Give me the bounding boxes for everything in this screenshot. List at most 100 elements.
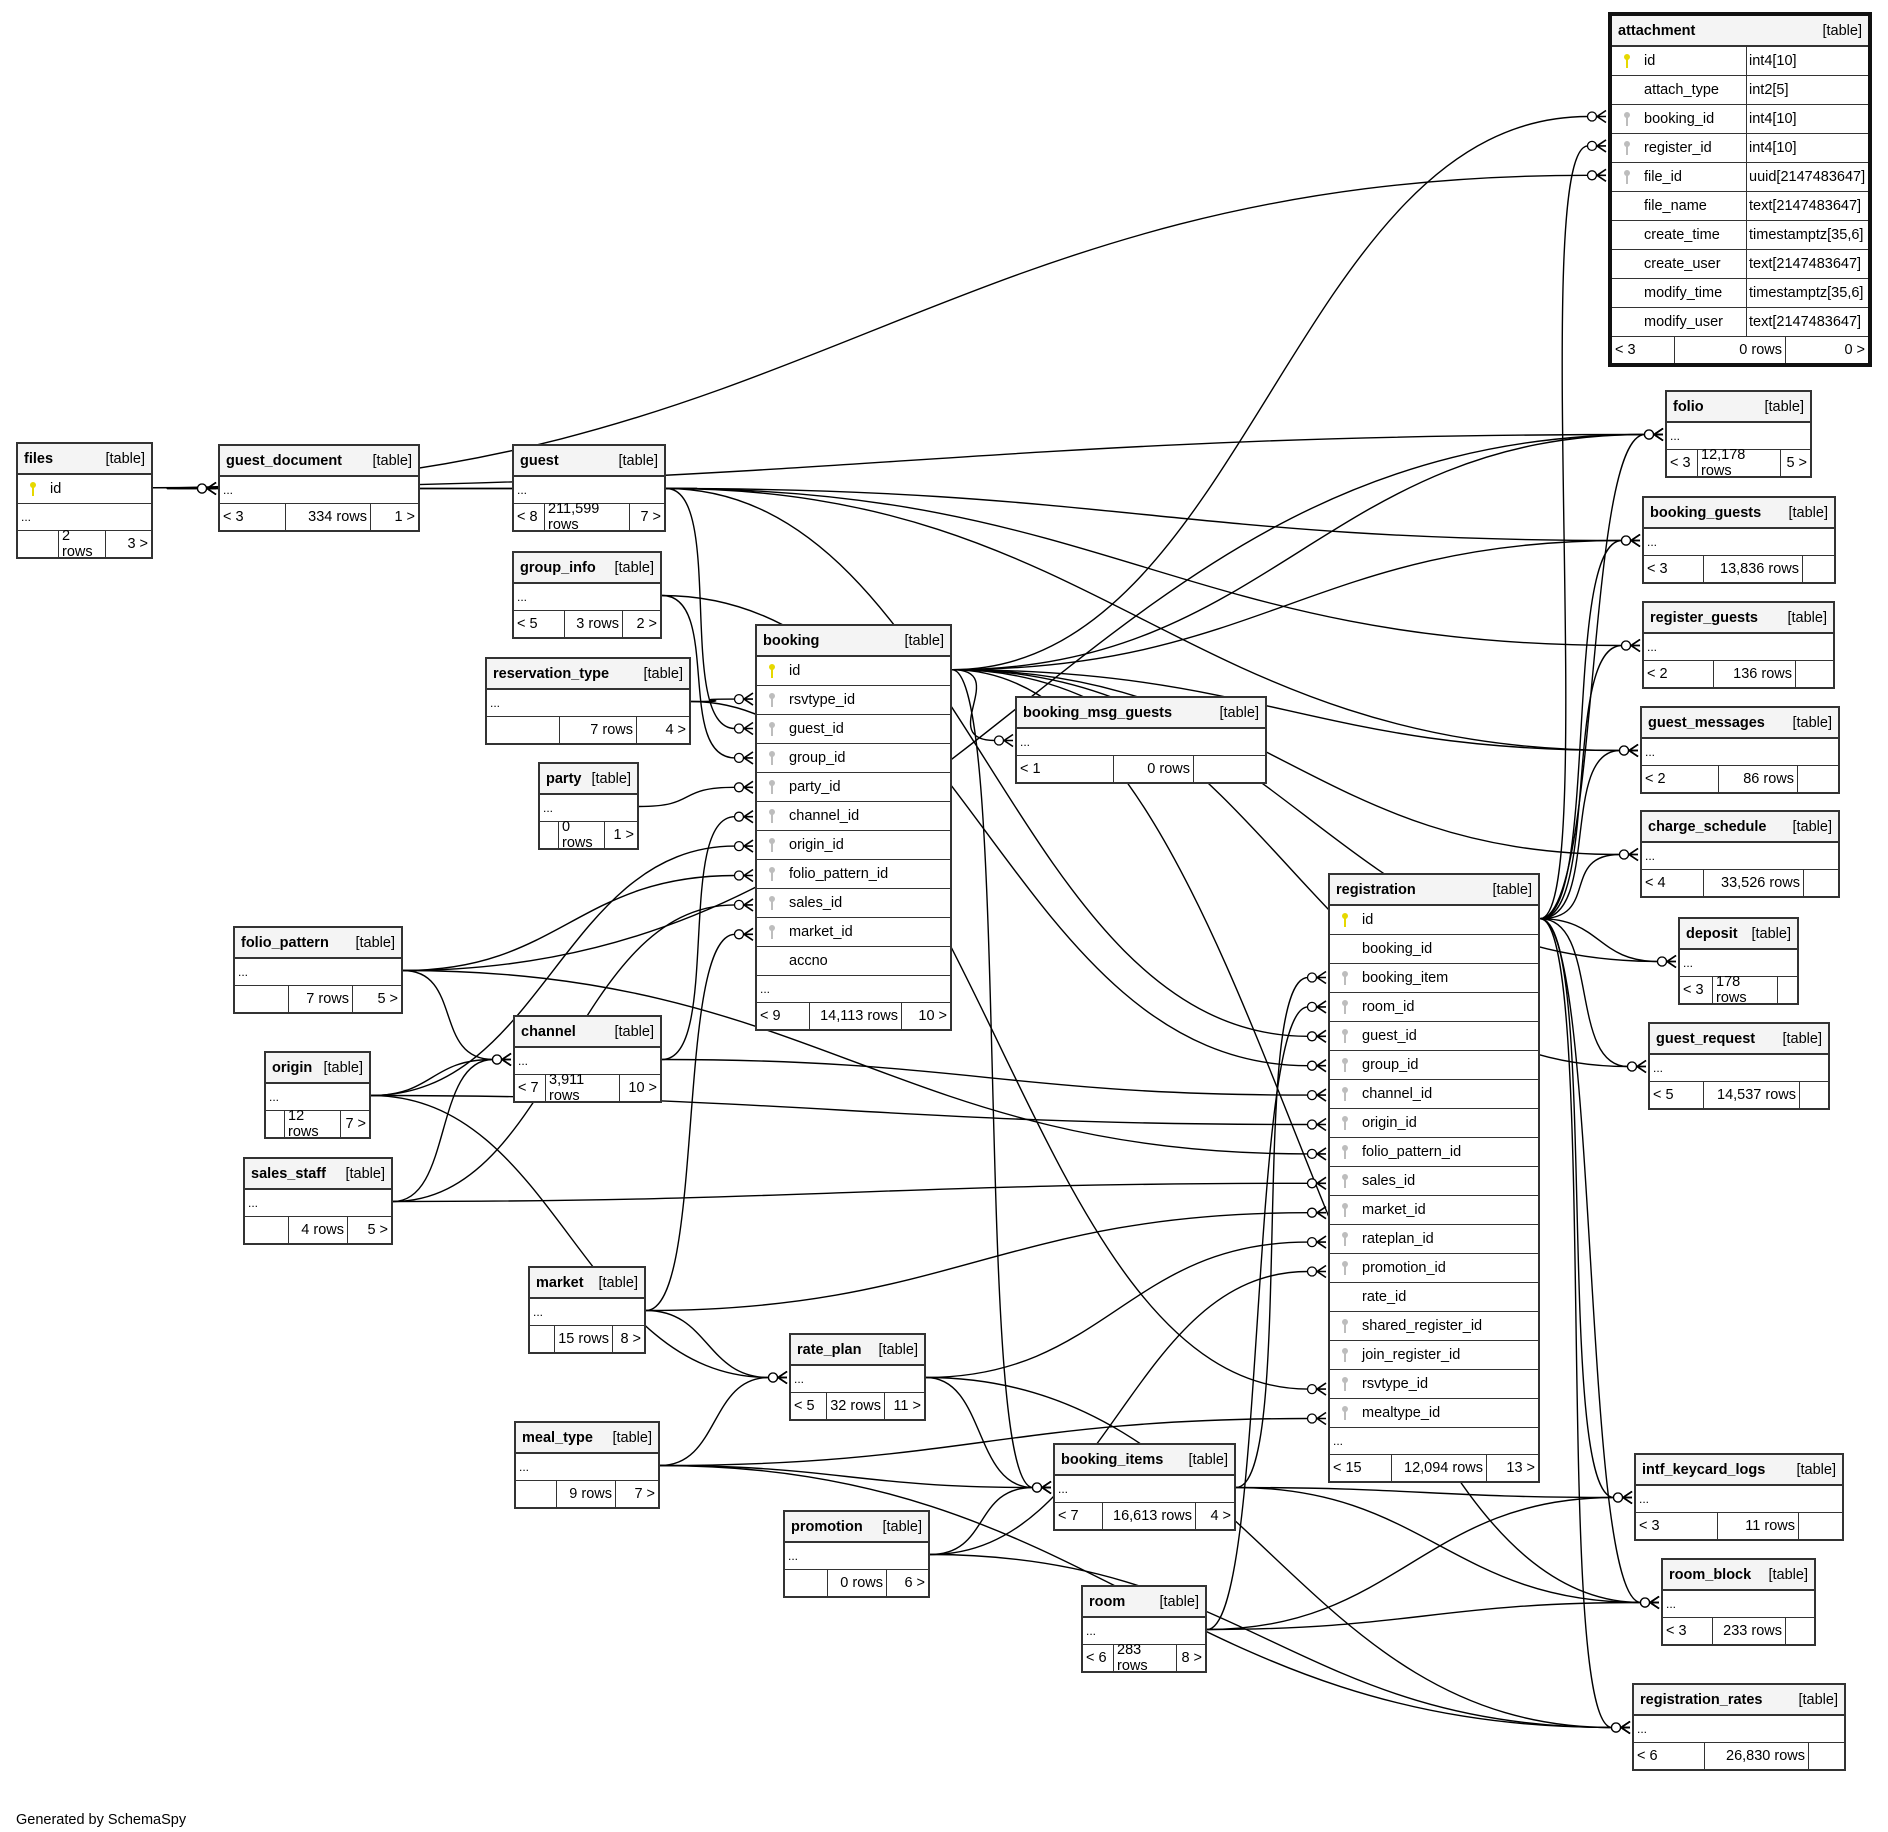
table-name[interactable]: register_guests <box>1650 609 1758 626</box>
parents-link[interactable]: < 3 <box>1670 455 1691 471</box>
more-columns[interactable]: ... <box>757 976 950 1003</box>
children-link[interactable]: 7 > <box>345 1116 366 1132</box>
table-room[interactable]: room [table]... < 6 283 rows 8 > <box>1081 1585 1207 1674</box>
children-link[interactable] <box>1804 870 1838 896</box>
table-name[interactable]: channel <box>521 1023 576 1040</box>
more-columns[interactable]: ... <box>1663 1591 1814 1618</box>
children-link[interactable] <box>1809 1743 1844 1769</box>
children-link[interactable]: 3 > <box>127 536 148 552</box>
column-name[interactable]: guest_id <box>1362 1028 1417 1044</box>
more-columns[interactable]: ... <box>1330 1428 1538 1455</box>
children-link[interactable]: 11 > <box>893 1398 921 1414</box>
column-name[interactable]: rsvtype_id <box>789 692 856 708</box>
table-name[interactable]: charge_schedule <box>1648 818 1767 835</box>
column-row[interactable]: rateplan_id <box>1330 1225 1538 1254</box>
table-name[interactable]: attachment <box>1618 22 1696 39</box>
table-meal-type[interactable]: meal_type [table]... 9 rows 7 > <box>514 1421 660 1509</box>
table-group-info[interactable]: group_info [table]... < 5 3 rows 2 > <box>512 551 662 639</box>
column-row[interactable]: group_id <box>1330 1051 1538 1080</box>
relationship-line[interactable] <box>1206 1006 1316 1631</box>
table-name[interactable]: group_info <box>520 559 596 576</box>
table-name[interactable]: room <box>1089 1593 1126 1610</box>
children-link[interactable]: 4 > <box>1210 1508 1231 1524</box>
table-name[interactable]: deposit <box>1686 925 1738 942</box>
children-link[interactable]: 1 > <box>394 509 415 525</box>
relationship-line[interactable] <box>1539 433 1653 920</box>
table-header[interactable]: register_guests [table] <box>1644 603 1833 634</box>
table-header[interactable]: promotion [table] <box>785 1512 928 1543</box>
children-link[interactable]: 13 > <box>1506 1460 1535 1476</box>
parents-link[interactable]: < 3 <box>1647 561 1668 577</box>
more-columns[interactable]: ... <box>530 1299 644 1326</box>
table-name[interactable]: origin <box>272 1059 313 1076</box>
table-header[interactable]: booking [table] <box>757 626 950 657</box>
column-row[interactable]: party_id <box>757 773 950 802</box>
table-header[interactable]: room [table] <box>1083 1587 1205 1618</box>
relationship-line[interactable] <box>951 539 1630 671</box>
column-name[interactable]: shared_register_id <box>1362 1318 1483 1334</box>
parents-link[interactable] <box>516 1481 556 1507</box>
column-row[interactable]: origin_id <box>757 831 950 860</box>
more-columns[interactable]: ... <box>516 1454 658 1481</box>
relationship-line[interactable] <box>402 874 743 972</box>
column-row[interactable]: market_id <box>757 918 950 947</box>
column-row[interactable]: booking_item <box>1330 964 1538 993</box>
column-name[interactable]: booking_item <box>1362 970 1449 986</box>
column-row[interactable]: id <box>18 475 151 504</box>
more-columns[interactable]: ... <box>1644 634 1833 661</box>
more-columns[interactable]: ... <box>1680 950 1797 977</box>
column-row[interactable]: folio_pattern_id <box>1330 1138 1538 1167</box>
parents-link[interactable]: < 6 <box>1637 1748 1658 1764</box>
table-sales-staff[interactable]: sales_staff [table]... 4 rows 5 > <box>243 1157 393 1245</box>
children-link[interactable]: 7 > <box>634 1486 655 1502</box>
children-link[interactable]: 2 > <box>636 616 657 632</box>
table-header[interactable]: intf_keycard_logs [table] <box>1636 1455 1842 1486</box>
column-name[interactable]: channel_id <box>789 808 860 824</box>
relationship-line[interactable] <box>1539 918 1620 1729</box>
children-link[interactable]: 4 > <box>665 722 686 738</box>
table-room-block[interactable]: room_block [table]... < 3 233 rows <box>1661 1558 1816 1646</box>
relationship-line[interactable] <box>392 1058 501 1203</box>
table-guest-document[interactable]: guest_document [table]... < 3 334 rows 1… <box>218 444 420 532</box>
relationship-line[interactable] <box>951 669 1003 742</box>
children-link[interactable]: 8 > <box>1181 1650 1202 1666</box>
column-name[interactable]: booking_id <box>1362 941 1433 957</box>
table-name[interactable]: booking_guests <box>1650 504 1762 521</box>
table-name[interactable]: booking <box>763 632 820 649</box>
more-columns[interactable]: ... <box>1644 529 1834 556</box>
column-name[interactable]: id <box>1644 53 1656 69</box>
column-row[interactable]: room_id <box>1330 993 1538 1022</box>
more-columns[interactable]: ... <box>515 1048 660 1075</box>
children-link[interactable] <box>1786 1618 1814 1644</box>
parents-link[interactable] <box>785 1570 827 1596</box>
table-header[interactable]: booking_items [table] <box>1055 1445 1234 1476</box>
parents-link[interactable] <box>235 986 288 1012</box>
column-name[interactable]: register_id <box>1644 140 1712 156</box>
table-folio-pattern[interactable]: folio_pattern [table]... 7 rows 5 > <box>233 926 403 1014</box>
children-link[interactable] <box>1778 977 1797 1003</box>
table-market[interactable]: market [table]... 15 rows 8 > <box>528 1266 646 1354</box>
column-name[interactable]: rsvtype_id <box>1362 1376 1429 1392</box>
parents-link[interactable]: < 3 <box>1615 342 1636 358</box>
column-name[interactable]: sales_id <box>789 895 843 911</box>
more-columns[interactable]: ... <box>487 690 689 717</box>
parents-link[interactable]: < 3 <box>1666 1623 1687 1639</box>
table-registration[interactable]: registration [table] id booking_id booki… <box>1328 873 1540 1483</box>
relationship-line[interactable] <box>951 433 1653 671</box>
column-row[interactable]: channel_id <box>1330 1080 1538 1109</box>
children-link[interactable] <box>1194 756 1265 782</box>
column-row[interactable]: sales_id <box>1330 1167 1538 1196</box>
more-columns[interactable]: ... <box>1636 1486 1842 1513</box>
relationship-line[interactable] <box>402 433 1653 972</box>
column-name[interactable]: mealtype_id <box>1362 1405 1441 1421</box>
table-guest[interactable]: guest [table]... < 8 211,599 rows 7 > <box>512 444 666 533</box>
table-name[interactable]: guest <box>520 452 559 469</box>
column-name[interactable]: booking_id <box>1644 111 1715 127</box>
parents-link[interactable] <box>18 531 58 557</box>
